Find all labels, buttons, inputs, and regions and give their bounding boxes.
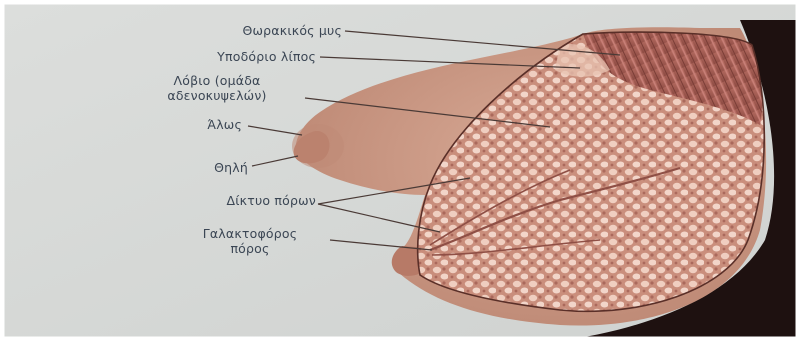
label-lobe-line2: αδενοκυψελών) xyxy=(132,88,302,103)
label-lactiferous-duct-line1: Γαλακτοφόρος xyxy=(160,226,340,241)
label-lactiferous-duct: Γαλακτοφόρος πόρος xyxy=(160,226,340,256)
label-nipple: Θηλή xyxy=(214,160,248,175)
label-lobe: Λόβιο (ομάδα αδενοκυψελών) xyxy=(132,73,302,103)
label-duct-network: Δίκτυο πόρων xyxy=(227,193,317,208)
label-areola: Άλως xyxy=(207,117,242,132)
areola-shape xyxy=(292,124,344,168)
label-lobe-line1: Λόβιο (ομάδα xyxy=(132,73,302,88)
label-lactiferous-duct-line2: πόρος xyxy=(160,241,340,256)
label-subcutaneous-fat: Υποδόριο λίπος xyxy=(217,49,316,64)
label-pectoral-muscle: Θωρακικός μυς xyxy=(242,23,342,38)
